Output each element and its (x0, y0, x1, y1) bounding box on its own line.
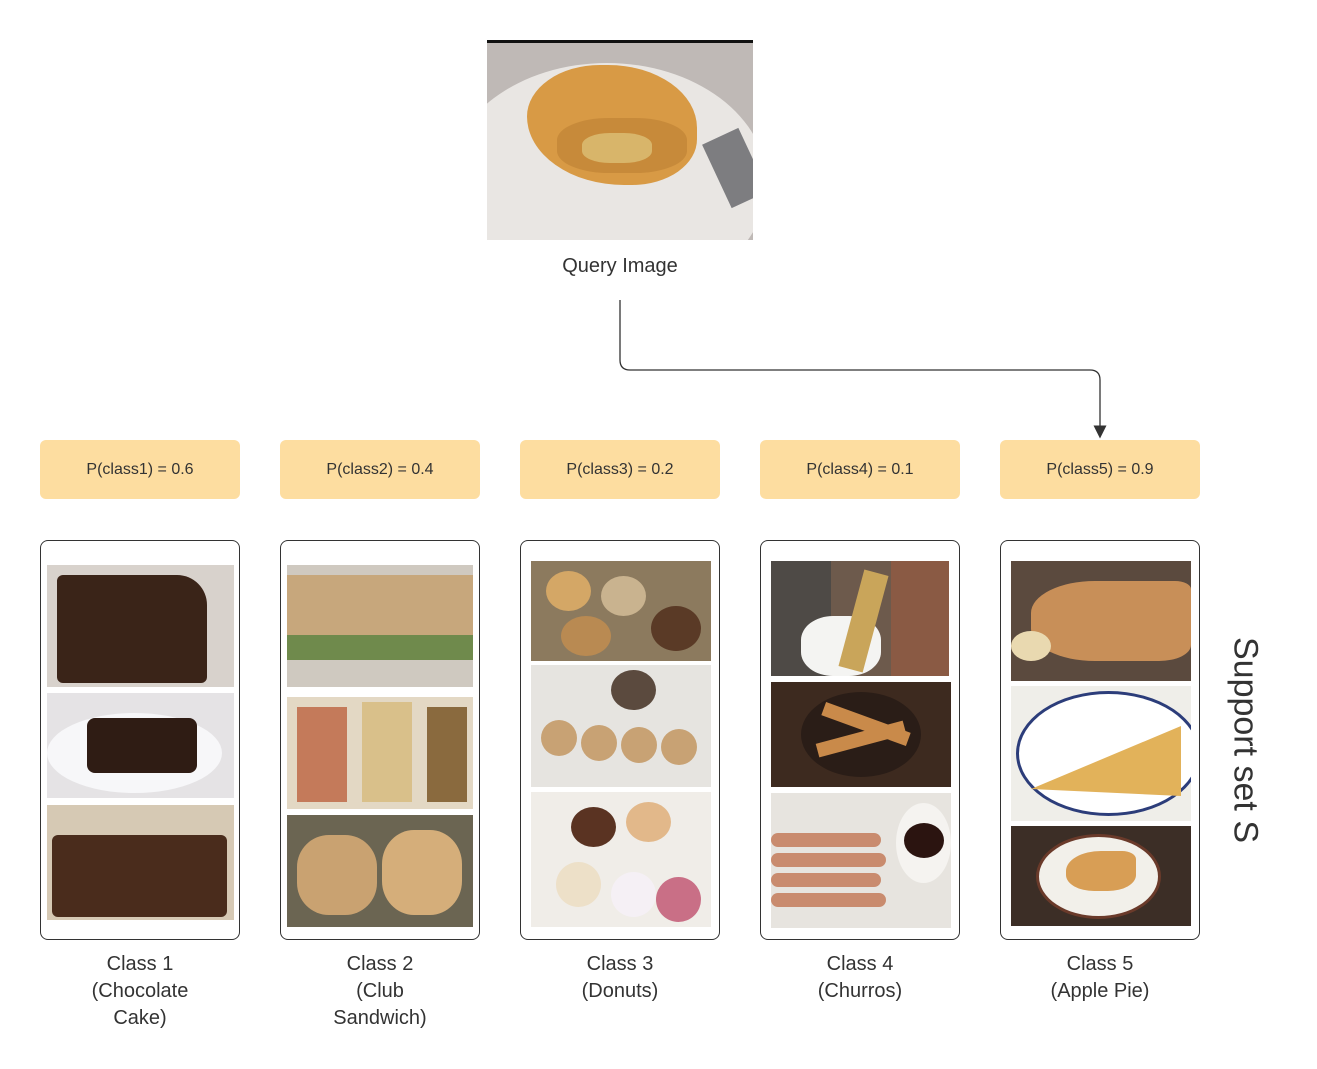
class5-support-card (1000, 540, 1200, 940)
donut-photo-1 (531, 561, 711, 661)
class4-support-card (760, 540, 960, 940)
churro-photo-3 (771, 793, 951, 928)
query-image (487, 40, 753, 240)
probability-box-class5: P(class5) = 0.9 (1000, 440, 1200, 499)
churro-photo-2 (771, 682, 951, 787)
cake-photo-1 (47, 565, 234, 687)
sandwich-photo-2 (287, 697, 473, 809)
pie-photo-3 (1011, 826, 1191, 926)
query-image-label: Query Image (562, 255, 678, 277)
class5-label: Class 5(Apple Pie) (1050, 953, 1150, 1002)
pie-photo-1 (1011, 561, 1191, 681)
churro-photo-1 (771, 561, 949, 676)
probability-box-class1: P(class1) = 0.6 (40, 440, 240, 499)
class3-support-card (520, 540, 720, 940)
class2-support-card (280, 540, 480, 940)
pie-photo-2 (1011, 686, 1191, 821)
class3-label: Class 3(Donuts) (581, 953, 659, 1002)
cake-photo-2 (47, 693, 234, 798)
probability-box-class3: P(class3) = 0.2 (520, 440, 720, 499)
class4-label: Class 4(Churros) (817, 953, 903, 1002)
cake-photo-3 (47, 805, 234, 920)
support-set-label: Support set S (1215, 630, 1275, 850)
probability-box-class4: P(class4) = 0.1 (760, 440, 960, 499)
donut-photo-3 (531, 792, 711, 927)
support-set-text: Support set S (1226, 636, 1265, 844)
probability-box-class2: P(class2) = 0.4 (280, 440, 480, 499)
donut-photo-2 (531, 665, 711, 787)
sandwich-photo-1 (287, 565, 473, 687)
sandwich-photo-3 (287, 815, 473, 927)
class1-support-card (40, 540, 240, 940)
